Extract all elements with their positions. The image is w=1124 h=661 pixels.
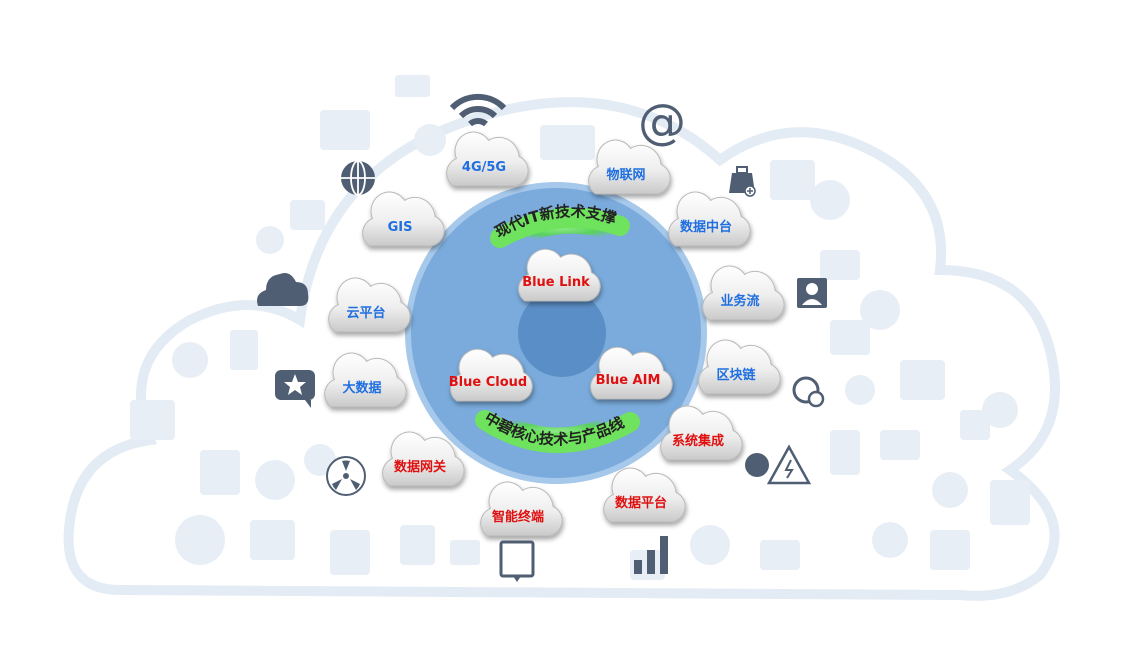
product-cloud-2: Blue Cloud bbox=[449, 348, 533, 402]
radiation-icon bbox=[326, 456, 366, 496]
ring-cloud-label: 数据平台 bbox=[615, 495, 667, 511]
fingerprint-icon bbox=[792, 376, 825, 408]
background-decorations bbox=[130, 75, 1030, 580]
ring-cloud-label: 区块链 bbox=[716, 367, 756, 383]
chat-box-icon bbox=[499, 540, 535, 582]
bar-chart-icon bbox=[634, 536, 668, 574]
ring-cloud-11: 云平台 bbox=[328, 277, 411, 333]
warning-icon bbox=[745, 444, 812, 485]
globe-icon bbox=[341, 160, 375, 196]
ring-cloud-6: 系统集成 bbox=[660, 405, 743, 461]
user-portrait-icon bbox=[797, 278, 827, 308]
ring-cloud-label: 智能终端 bbox=[492, 509, 544, 525]
ring-cloud-5: 区块链 bbox=[698, 339, 781, 395]
product-cloud-label: Blue Cloud bbox=[449, 375, 527, 390]
ring-cloud-12: GIS bbox=[362, 191, 445, 247]
shopping-bag-icon bbox=[729, 166, 756, 197]
ring-cloud-label: 云平台 bbox=[346, 305, 385, 321]
ring-cloud-label: 4G/5G bbox=[462, 160, 506, 175]
at-icon: @ bbox=[638, 94, 686, 150]
central-core bbox=[518, 289, 606, 377]
ring-cloud-7: 数据平台 bbox=[603, 467, 686, 523]
ring-cloud-label: GIS bbox=[388, 220, 413, 235]
ring-cloud-label: 物联网 bbox=[606, 167, 645, 183]
ring-cloud-9: 数据网关 bbox=[382, 431, 465, 487]
wifi-icon bbox=[449, 93, 507, 127]
ring-cloud-2: 物联网 bbox=[588, 139, 671, 195]
product-cloud-label: Blue AIM bbox=[596, 373, 661, 388]
ring-cloud-label: 数据网关 bbox=[394, 459, 446, 475]
star-badge-icon bbox=[275, 370, 315, 408]
ring-cloud-label: 数据中台 bbox=[680, 219, 732, 235]
ring-cloud-8: 智能终端 bbox=[480, 481, 563, 537]
ring-cloud-4: 业务流 bbox=[702, 265, 785, 321]
product-cloud-label: Blue Link bbox=[522, 275, 590, 290]
product-cloud-1: Blue Link bbox=[518, 248, 601, 302]
ring-cloud-label: 系统集成 bbox=[672, 433, 724, 449]
product-cloud-3: Blue AIM bbox=[590, 346, 673, 400]
ring-cloud-label: 大数据 bbox=[342, 380, 381, 396]
ring-cloud-3: 数据中台 bbox=[668, 191, 751, 247]
cloud-icon bbox=[257, 273, 309, 306]
ring-cloud-label: 业务流 bbox=[720, 293, 759, 309]
ring-cloud-1: 4G/5G bbox=[446, 131, 529, 187]
arc-band-bottom-core bbox=[475, 410, 640, 453]
arc-band-top-core bbox=[490, 207, 630, 248]
svg-text:@: @ bbox=[638, 94, 686, 150]
ring-cloud-10: 大数据 bbox=[324, 352, 407, 408]
